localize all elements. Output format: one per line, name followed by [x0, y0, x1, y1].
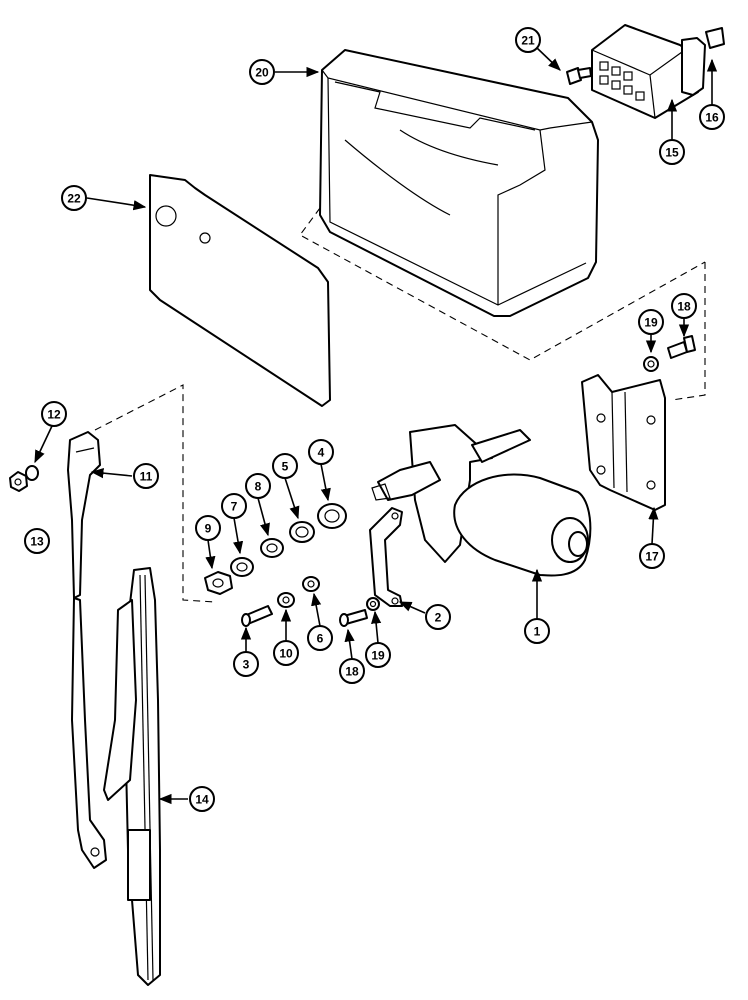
callout-6: 6: [307, 625, 333, 651]
svg-text:19: 19: [644, 316, 658, 330]
svg-text:13: 13: [30, 535, 44, 549]
bolt-18-upper: [667, 335, 696, 359]
svg-text:18: 18: [677, 300, 691, 314]
svg-text:19: 19: [371, 649, 385, 663]
relay: [591, 24, 706, 119]
washer-6: [302, 576, 320, 592]
callout-18-lower: 18: [339, 658, 365, 684]
bolt-18-lower: [339, 609, 368, 627]
callout-19-lower: 19: [365, 642, 391, 668]
callout-3: 3: [233, 651, 259, 677]
washer-5: [289, 521, 315, 543]
svg-text:9: 9: [205, 522, 212, 536]
washer-8: [260, 538, 284, 558]
nut-9: [204, 571, 233, 595]
washer-4: [317, 503, 347, 529]
callout-13: 13: [24, 528, 50, 554]
svg-text:7: 7: [231, 500, 238, 514]
callout-21: 21: [515, 27, 541, 53]
callout-9: 9: [195, 515, 221, 541]
callout-10: 10: [273, 640, 299, 666]
svg-text:5: 5: [282, 460, 289, 474]
svg-text:11: 11: [140, 470, 153, 484]
callout-2: 2: [425, 604, 451, 630]
svg-text:22: 22: [67, 192, 81, 206]
callout-1: 1: [524, 618, 550, 644]
callout-8: 8: [245, 473, 271, 499]
screw-21: [566, 67, 592, 85]
svg-text:4: 4: [318, 446, 325, 460]
svg-text:20: 20: [255, 66, 269, 80]
screw-3: [241, 605, 273, 627]
nut-10: [277, 592, 295, 608]
svg-text:15: 15: [665, 146, 679, 160]
callout-11: 11: [133, 463, 159, 489]
callout-12: 12: [41, 401, 67, 427]
callout-17: 17: [639, 543, 665, 569]
wiper-arm: [67, 431, 107, 869]
svg-text:1: 1: [534, 625, 541, 639]
svg-text:10: 10: [279, 647, 293, 661]
callout-20: 20: [249, 59, 275, 85]
motor-bracket: [369, 507, 403, 607]
svg-text:6: 6: [317, 632, 324, 646]
callout-4: 4: [308, 439, 334, 465]
callout-18-upper: 18: [671, 293, 697, 319]
callout-19-upper: 19: [638, 309, 664, 335]
leader-lines: [34, 47, 718, 805]
callout-7: 7: [221, 493, 247, 519]
svg-text:12: 12: [47, 408, 61, 422]
svg-text:21: 21: [521, 34, 535, 48]
wiper-motor: [371, 424, 592, 577]
washer-7: [230, 557, 254, 577]
washer-19-lower: [366, 597, 380, 611]
wiper-blade: [103, 567, 161, 986]
svg-text:18: 18: [345, 665, 359, 679]
callout-16: 16: [699, 104, 725, 130]
housing-box: [319, 49, 599, 317]
svg-text:3: 3: [243, 658, 250, 672]
cover-plate: [149, 174, 331, 407]
callout-15: 15: [659, 139, 685, 165]
washer-19-upper: [643, 356, 659, 372]
svg-text:17: 17: [645, 550, 659, 564]
washer-12: [25, 465, 39, 481]
svg-text:14: 14: [195, 793, 209, 807]
relay-label: [705, 27, 725, 49]
svg-text:2: 2: [435, 611, 442, 625]
nut-13: [9, 471, 28, 492]
callout-5: 5: [272, 453, 298, 479]
svg-text:16: 16: [705, 111, 719, 125]
callout-22: 22: [61, 185, 87, 211]
mounting-bracket: [581, 374, 666, 511]
assembly-guide-lines: [94, 207, 706, 603]
callout-14: 14: [189, 786, 215, 812]
svg-text:8: 8: [255, 480, 262, 494]
